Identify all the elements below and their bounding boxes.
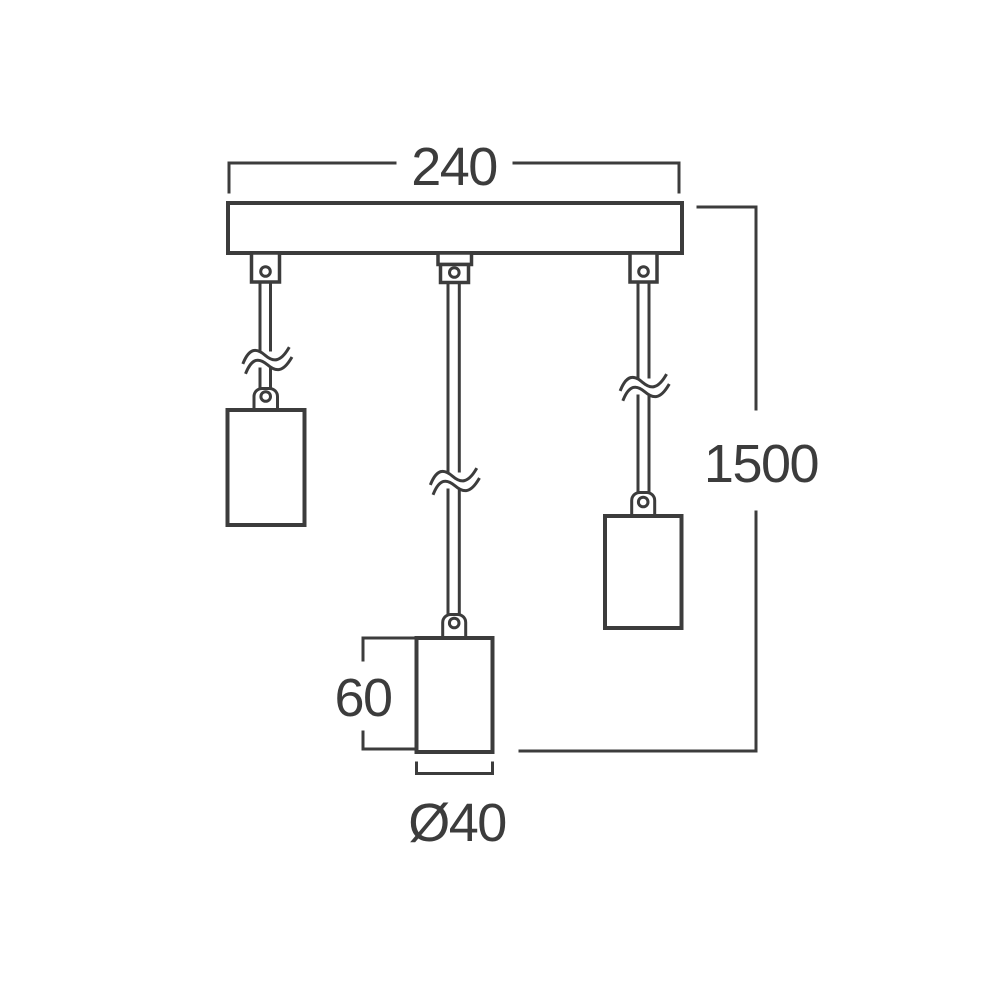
pendant-left <box>225 251 307 527</box>
connector-screw-hole-icon <box>636 495 650 509</box>
cable-break-icon <box>618 373 671 402</box>
connector-screw-hole-icon <box>259 390 273 403</box>
pendant-right <box>603 251 684 630</box>
canopy-bar-rect <box>226 201 684 255</box>
dimension-label-canopy-width: 240 <box>411 137 497 197</box>
dimension-label-shade-diameter: Ø40 <box>408 793 506 853</box>
lamp-shade <box>414 636 495 754</box>
lamp-shade <box>225 408 307 527</box>
dimension-label-drop-height: 1500 <box>704 434 818 494</box>
dimension-drop-height: 1500 <box>518 205 820 753</box>
suspension-cord <box>258 281 272 391</box>
cable-break-icon <box>428 467 481 496</box>
lamp-shade <box>603 514 684 630</box>
cable-break-icon <box>241 346 294 375</box>
grip-screw-hole-icon <box>448 266 461 279</box>
canopy-bar <box>226 201 684 255</box>
suspension-cord <box>446 281 461 616</box>
dimension-canopy-width: 240 <box>227 137 681 197</box>
dimension-line <box>518 205 758 753</box>
grip-screw-hole-icon <box>637 265 650 278</box>
dimension-line <box>227 161 681 194</box>
grip-screw-hole-icon <box>259 265 272 278</box>
dimension-label-shade-height: 60 <box>334 668 391 728</box>
pendant-center <box>414 251 495 754</box>
suspension-cord <box>636 281 651 494</box>
dimension-shade-diameter: Ø40 <box>408 761 507 853</box>
dimension-line <box>415 761 494 775</box>
dimension-shade-height: 60 <box>334 636 415 751</box>
connector-screw-hole-icon <box>447 616 461 630</box>
dimension-line <box>361 636 415 751</box>
